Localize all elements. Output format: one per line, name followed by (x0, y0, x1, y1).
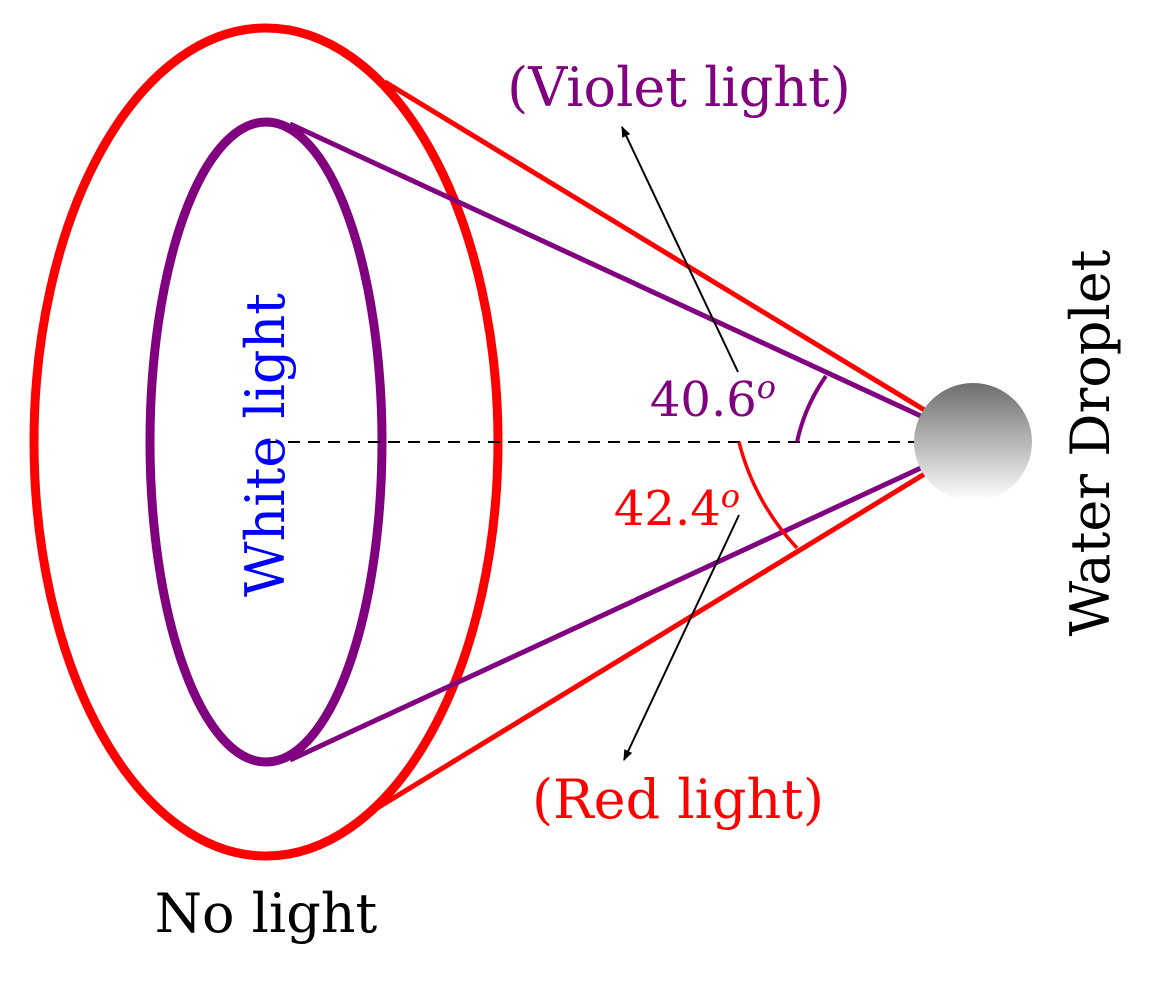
violet-angle-value: 40.6 (650, 372, 757, 428)
red-cone-upper-line (383, 79, 979, 445)
red-cone-lower-line (372, 439, 979, 813)
violet-cone-upper-line (288, 121, 979, 445)
white-light-label: White light (234, 293, 297, 597)
violet-inner-ellipse (145, 117, 387, 767)
red-light-label: (Red light) (532, 768, 824, 831)
no-light-label: No light (155, 882, 378, 945)
violet-angle-arc (795, 374, 828, 443)
red-angle-value: 42.4 (614, 481, 721, 537)
violet-angle-label: 40.6o (650, 368, 776, 428)
violet-pointer-arrow (621, 126, 739, 373)
red-angle-degree: o (721, 477, 740, 515)
water-droplet-label: Water Droplet (1059, 249, 1122, 636)
red-pointer-arrow (623, 514, 740, 761)
violet-cone-lower-line (288, 439, 979, 763)
water-droplet (914, 383, 1032, 501)
red-angle-arc (737, 441, 799, 550)
red-angle-label: 42.4o (614, 477, 740, 537)
violet-angle-degree: o (757, 368, 776, 406)
violet-light-label: (Violet light) (507, 56, 851, 119)
